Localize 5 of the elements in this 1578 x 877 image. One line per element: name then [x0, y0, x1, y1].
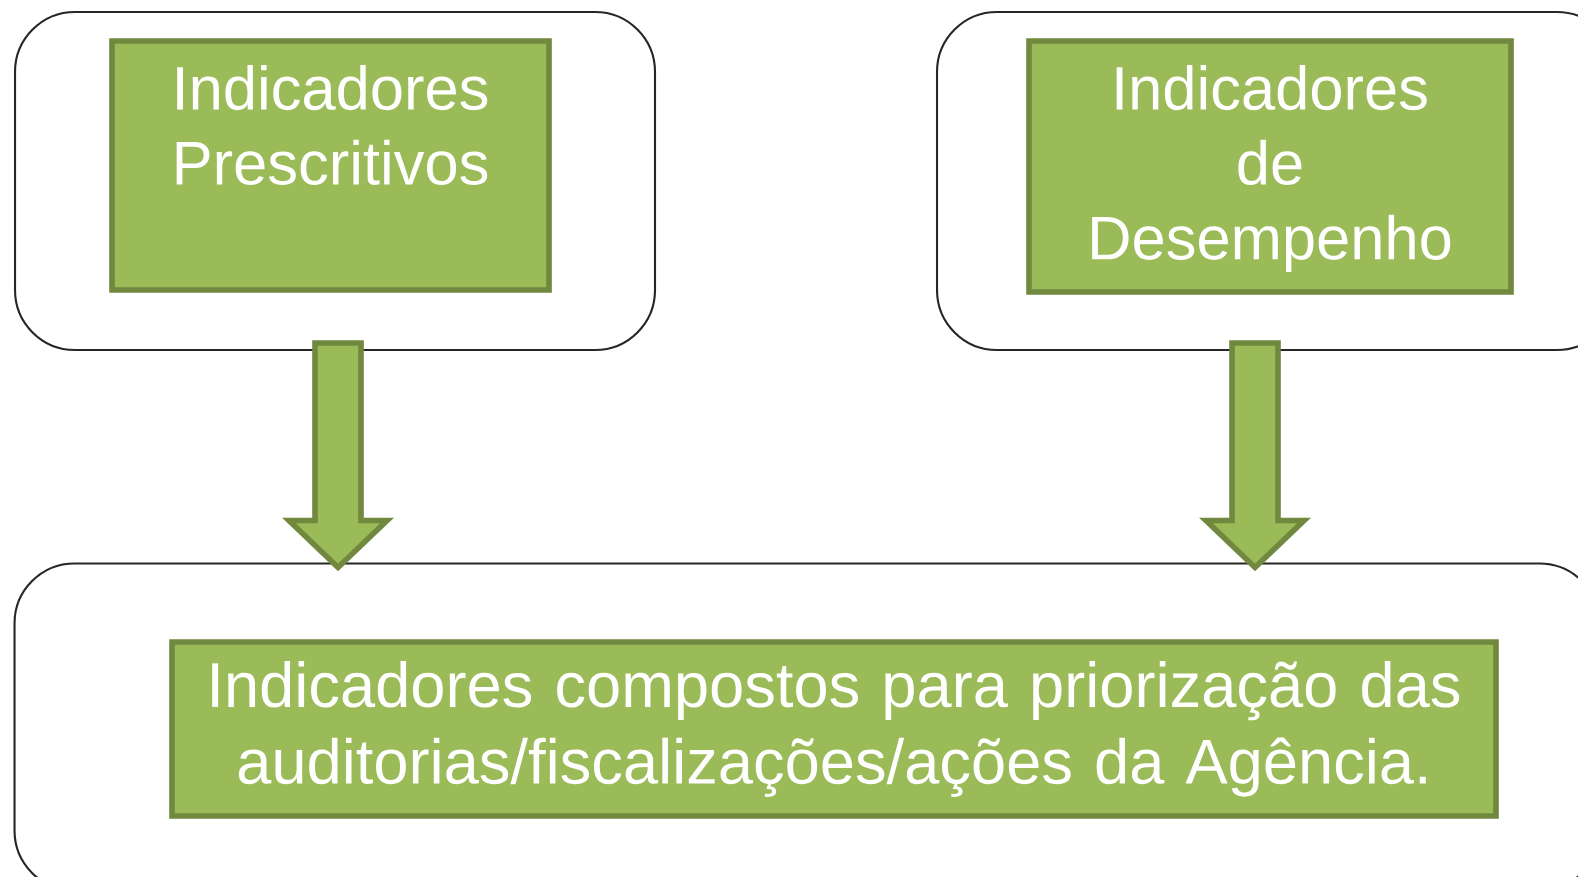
- block-arrow: [282, 340, 394, 572]
- text-box: Indicadores de Desempenho: [1026, 38, 1514, 295]
- text-box: Indicadores Prescritivos: [109, 38, 552, 293]
- text-box: Indicadores compostos para priorização das auditorias/fiscalizações/ações da Agência.: [169, 639, 1499, 819]
- block-arrow: [1199, 340, 1311, 572]
